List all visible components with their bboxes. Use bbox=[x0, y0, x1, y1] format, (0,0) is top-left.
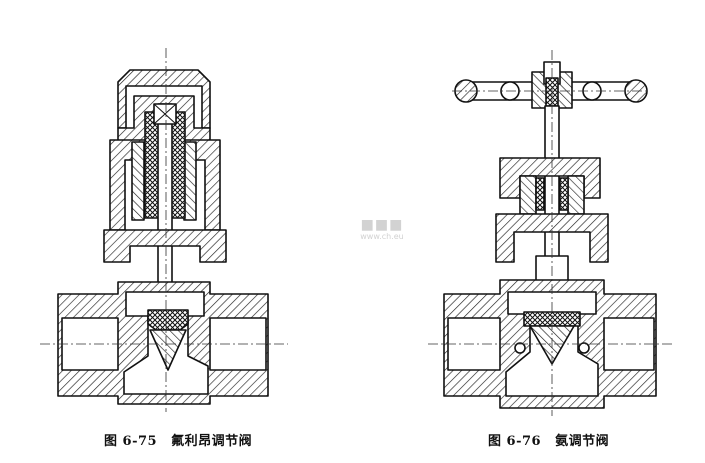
ammonia-valve-drawing bbox=[428, 50, 672, 416]
watermark-logo: ■■■ bbox=[360, 217, 404, 233]
watermark: ■■■ www.ch.eu bbox=[352, 217, 412, 242]
watermark-url: www.ch.eu bbox=[360, 232, 404, 242]
figure-caption-left: 图 6-75 氟利昂调节阀 bbox=[104, 430, 252, 449]
figure-number: 图 6-76 bbox=[488, 434, 542, 449]
figure-caption-right: 图 6-76 氨调节阀 bbox=[488, 430, 609, 449]
figure-title: 氨调节阀 bbox=[555, 434, 610, 449]
figure-number: 图 6-75 bbox=[104, 434, 158, 449]
freon-valve-drawing bbox=[40, 48, 288, 412]
figure-title: 氟利昂调节阀 bbox=[171, 434, 253, 449]
